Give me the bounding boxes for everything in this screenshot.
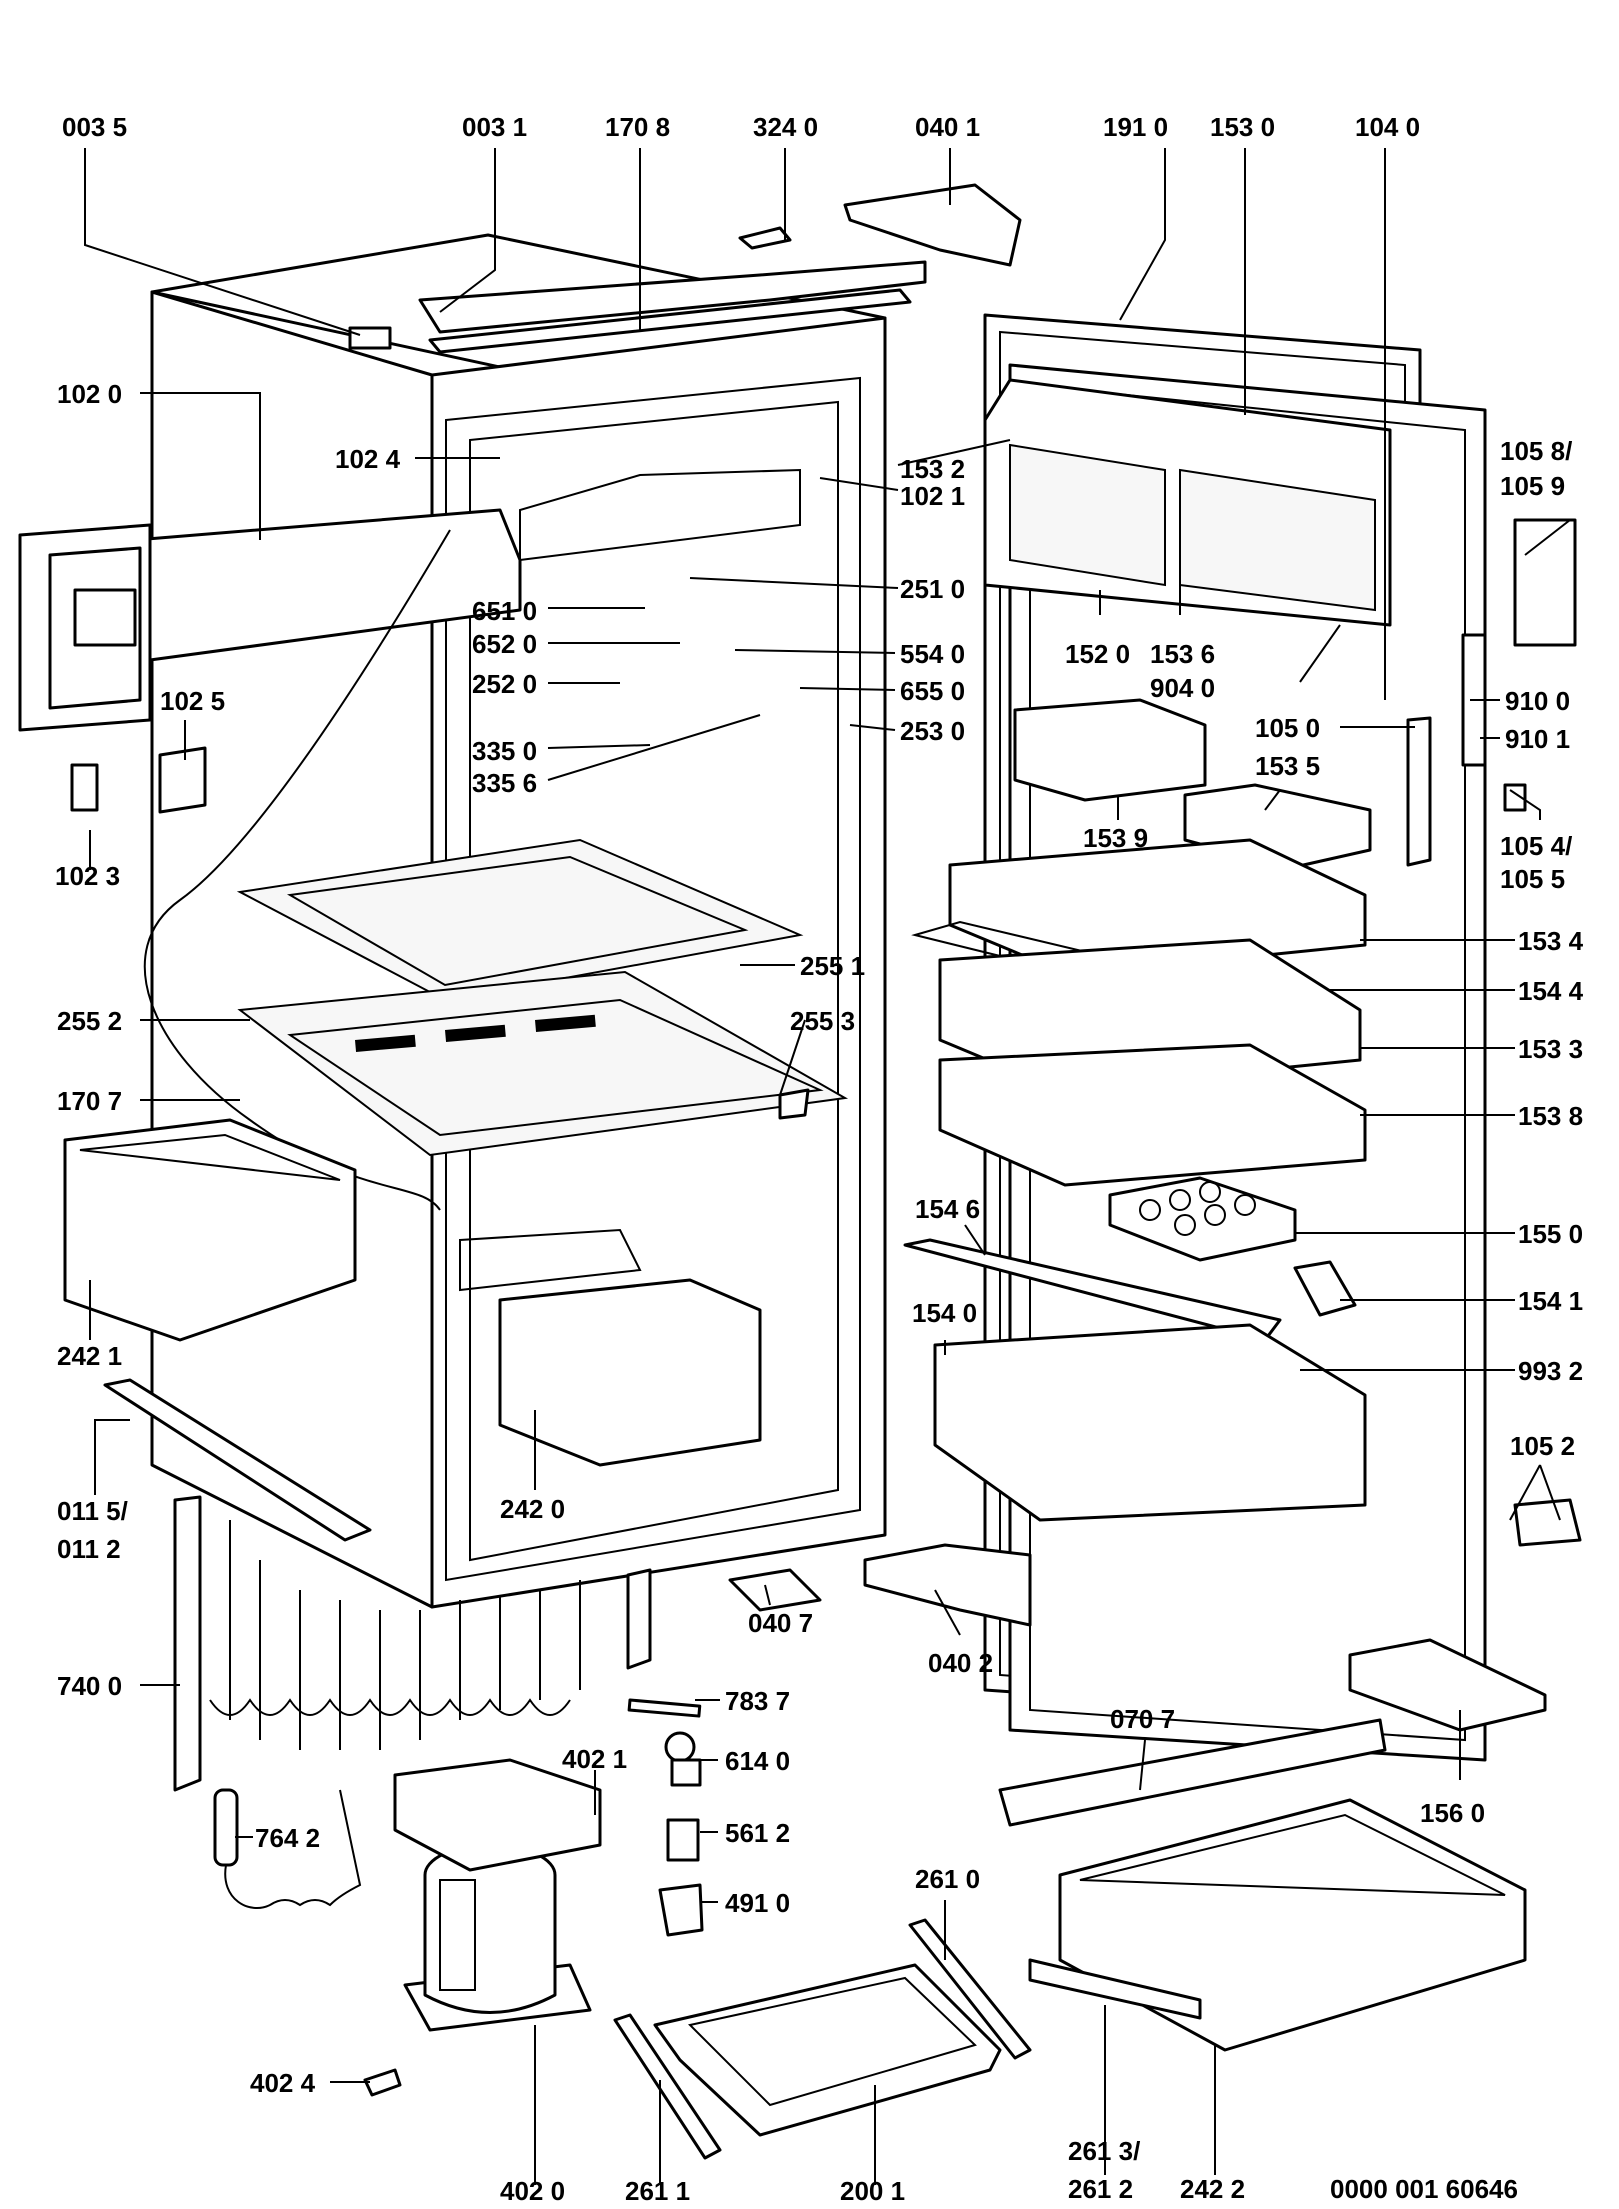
part-label: 255 1 [800, 951, 865, 981]
part-label: 105 5 [1500, 864, 1565, 894]
part-label: 153 2 [900, 454, 965, 484]
part-label: 255 3 [790, 1006, 855, 1036]
part-label: 003 1 [462, 112, 527, 142]
part-label: 614 0 [725, 1746, 790, 1776]
part-label: 402 1 [562, 1744, 627, 1774]
part-label: 102 1 [900, 481, 965, 511]
part-label: 152 0 [1065, 639, 1130, 669]
part-label: 105 0 [1255, 713, 1320, 743]
leader-lines [84, 148, 1571, 2185]
part-label: 242 2 [1180, 2174, 1245, 2204]
part-label: 652 0 [472, 629, 537, 659]
part-label: 070 7 [1110, 1704, 1175, 1734]
part-label: 242 1 [57, 1341, 122, 1371]
part-label: 154 1 [1518, 1286, 1583, 1316]
part-label: 105 8/ [1500, 436, 1572, 466]
part-label: 105 2 [1510, 1431, 1575, 1461]
part-label: 153 9 [1083, 823, 1148, 853]
part-label: 153 8 [1518, 1101, 1583, 1131]
part-label: 154 0 [912, 1298, 977, 1328]
part-label: 261 2 [1068, 2174, 1133, 2204]
part-label: 324 0 [753, 112, 818, 142]
part-label: 153 4 [1518, 926, 1584, 956]
part-label: 102 5 [160, 686, 225, 716]
part-label: 153 0 [1210, 112, 1275, 142]
part-label: 040 7 [748, 1608, 813, 1638]
part-label: 0000 001 60646 [1330, 2174, 1518, 2204]
part-label: 253 0 [900, 716, 965, 746]
cooling-system [173, 1495, 704, 2097]
cabinet [18, 226, 927, 1609]
part-label: 105 9 [1500, 471, 1565, 501]
part-label: 335 6 [472, 768, 537, 798]
part-label: 102 3 [55, 861, 120, 891]
part-label: 154 6 [915, 1194, 980, 1224]
part-label: 011 2 [57, 1534, 121, 1564]
part-label: 402 4 [250, 2068, 316, 2098]
part-label: 655 0 [900, 676, 965, 706]
part-label: 910 0 [1505, 686, 1570, 716]
part-label: 740 0 [57, 1671, 122, 1701]
part-label: 261 0 [915, 1864, 980, 1894]
part-label: 554 0 [900, 639, 965, 669]
part-label: 191 0 [1103, 112, 1168, 142]
part-label: 252 0 [472, 669, 537, 699]
part-label: 910 1 [1505, 724, 1570, 754]
part-label: 003 5 [62, 112, 127, 142]
part-label: 993 2 [1518, 1356, 1583, 1386]
part-label: 153 3 [1518, 1034, 1583, 1064]
part-label: 156 0 [1420, 1798, 1485, 1828]
part-label: 105 4/ [1500, 831, 1572, 861]
part-label: 011 5/ [57, 1496, 128, 1526]
part-label: 104 0 [1355, 112, 1420, 142]
part-label: 904 0 [1150, 673, 1215, 703]
part-label: 200 1 [840, 2176, 905, 2206]
part-label: 102 4 [335, 444, 401, 474]
part-label: 102 0 [57, 379, 122, 409]
part-label: 764 2 [255, 1823, 320, 1853]
part-label: 261 1 [625, 2176, 690, 2206]
part-label: 561 2 [725, 1818, 790, 1848]
part-label: 783 7 [725, 1686, 790, 1716]
part-label: 251 0 [900, 574, 965, 604]
part-label: 651 0 [472, 596, 537, 626]
part-label: 153 5 [1255, 751, 1320, 781]
part-label: 491 0 [725, 1888, 790, 1918]
bottom-parts [613, 1638, 1547, 2160]
part-label: 255 2 [57, 1006, 122, 1036]
part-label: 153 6 [1150, 639, 1215, 669]
part-label: 040 2 [928, 1648, 993, 1678]
part-label: 335 0 [472, 736, 537, 766]
part-label: 242 0 [500, 1494, 565, 1524]
part-label: 040 1 [915, 112, 980, 142]
part-label: 170 8 [605, 112, 670, 142]
part-label: 155 0 [1518, 1219, 1583, 1249]
part-label: 154 4 [1518, 976, 1584, 1006]
part-label: 402 0 [500, 2176, 565, 2206]
part-label: 170 7 [57, 1086, 122, 1116]
part-label: 261 3/ [1068, 2136, 1140, 2166]
part-labels: 003 5 003 1 170 8 324 0 040 1 191 0 153 … [55, 112, 1584, 2206]
